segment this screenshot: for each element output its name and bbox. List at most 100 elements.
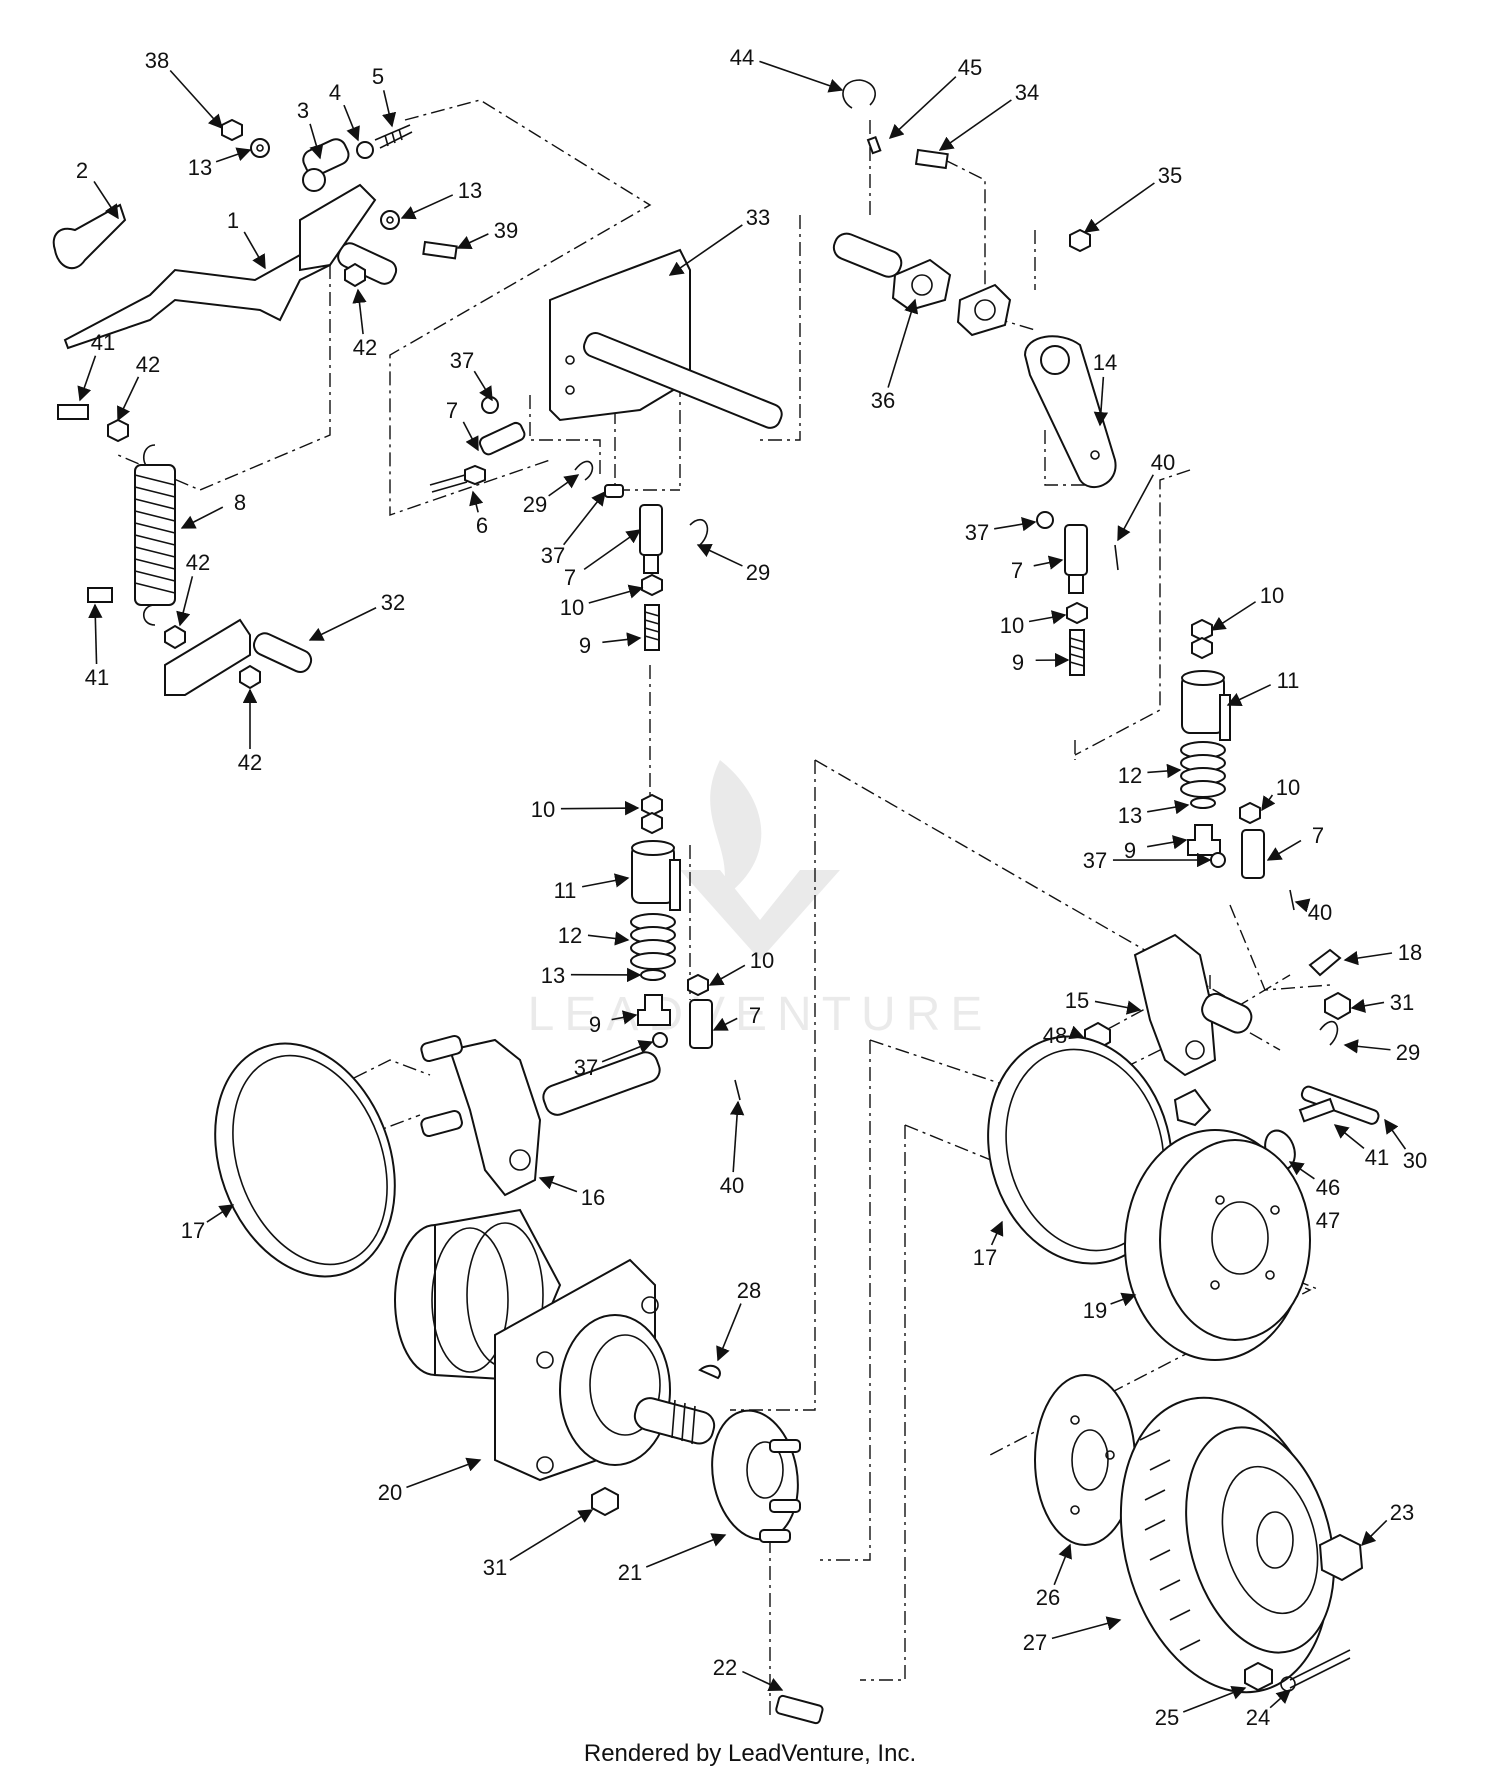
callout-leader-8 xyxy=(180,506,224,529)
callout-10: 10 xyxy=(1210,583,1284,631)
callout-label-9: 9 xyxy=(579,633,591,658)
lever-bracket xyxy=(299,183,377,272)
callout-9: 9 xyxy=(589,1010,638,1037)
callout-18: 18 xyxy=(1343,940,1422,966)
cotter-pin-40a xyxy=(734,1079,741,1101)
callout-leader-14 xyxy=(1093,376,1109,427)
callout-label-3: 3 xyxy=(297,98,309,123)
callout-44: 44 xyxy=(730,45,844,93)
callout-leader-10 xyxy=(560,800,640,816)
callout-leader-7 xyxy=(1266,839,1302,861)
callout-leader-36 xyxy=(887,298,919,388)
callout-2: 2 xyxy=(76,158,119,220)
callout-7: 7 xyxy=(446,398,479,452)
right-brake xyxy=(987,933,1380,1361)
clevis-pin-37e xyxy=(1210,852,1226,868)
hex-nut-42a xyxy=(344,262,366,288)
hairpin-29b xyxy=(689,518,709,546)
bracket-pin xyxy=(252,632,313,674)
callout-leader-12 xyxy=(1147,763,1182,779)
callout-29: 29 xyxy=(1343,1039,1420,1065)
callout-leader-16 xyxy=(538,1175,578,1193)
callout-12: 12 xyxy=(558,923,630,948)
callout-label-17: 17 xyxy=(973,1245,997,1270)
callout-leader-10 xyxy=(588,584,644,604)
hex-nut-10b xyxy=(641,793,663,817)
callout-leader-17 xyxy=(206,1204,235,1223)
hex-nut-10g xyxy=(1191,636,1213,660)
left-brake xyxy=(214,1034,661,1278)
cotter-pin-40c xyxy=(1289,889,1295,911)
callout-leader-2 xyxy=(93,180,119,220)
tire-27 xyxy=(1119,1396,1335,1694)
callout-label-7: 7 xyxy=(446,398,458,423)
compression-spring-12b xyxy=(1180,741,1226,798)
clevis-pin-37d xyxy=(1036,511,1054,529)
jam-nut-6 xyxy=(464,464,486,486)
callout-16: 16 xyxy=(538,1175,605,1210)
hub-flange xyxy=(711,1409,799,1541)
control-lever xyxy=(63,238,331,350)
callout-leader-10 xyxy=(1028,610,1067,625)
callout-label-31: 31 xyxy=(1390,990,1414,1015)
brake-arm xyxy=(542,1051,661,1116)
woodruff-key-28 xyxy=(698,1364,721,1380)
callout-7: 7 xyxy=(712,1003,761,1031)
callout-leader-20 xyxy=(406,1457,482,1489)
callout-label-30: 30 xyxy=(1403,1148,1427,1173)
clevis-7d xyxy=(1064,524,1088,576)
callout-label-10: 10 xyxy=(1000,613,1024,638)
callout-38: 38 xyxy=(145,48,223,130)
callout-10: 10 xyxy=(708,948,774,986)
washer-13b xyxy=(380,210,400,230)
callout-6: 6 xyxy=(469,490,488,538)
callout-label-45: 45 xyxy=(958,55,982,80)
callout-label-32: 32 xyxy=(381,590,405,615)
callout-leader-6 xyxy=(469,490,484,513)
callout-leader-24 xyxy=(1269,1689,1292,1709)
callout-leader-22 xyxy=(742,1670,784,1692)
callout-41: 41 xyxy=(85,603,109,690)
callout-15: 15 xyxy=(1065,988,1142,1015)
callout-label-10: 10 xyxy=(1276,775,1300,800)
callout-40: 40 xyxy=(720,1100,745,1198)
callout-leader-35 xyxy=(1083,182,1155,233)
hex-nut-31b xyxy=(591,1486,619,1517)
callout-label-25: 25 xyxy=(1155,1705,1179,1730)
callout-leader-46 xyxy=(1288,1161,1315,1180)
callout-20: 20 xyxy=(378,1457,482,1505)
callout-41: 41 xyxy=(77,330,115,402)
callout-leader-38 xyxy=(169,69,223,130)
callout-24: 24 xyxy=(1246,1689,1292,1730)
threaded-rod-6 xyxy=(429,474,468,493)
compression-spring-12a xyxy=(630,913,676,970)
hex-nut-10f xyxy=(1191,618,1213,642)
callout-30: 30 xyxy=(1384,1118,1427,1173)
lever-knob xyxy=(52,203,127,270)
callout-4: 4 xyxy=(329,80,360,142)
threaded-stud xyxy=(374,124,413,149)
callout-label-44: 44 xyxy=(730,45,754,70)
callout-label-29: 29 xyxy=(523,492,547,517)
callout-leader-48 xyxy=(1068,1025,1085,1040)
callout-9: 9 xyxy=(579,632,642,658)
callout-label-46: 46 xyxy=(1316,1175,1340,1200)
callout-label-24: 24 xyxy=(1246,1705,1270,1730)
callout-label-15: 15 xyxy=(1065,988,1089,1013)
callout-label-9: 9 xyxy=(1012,650,1024,675)
callout-7: 7 xyxy=(1266,823,1324,861)
callout-leader-9 xyxy=(611,1010,638,1025)
callout-leader-32 xyxy=(308,607,377,641)
callout-leader-4 xyxy=(343,104,360,142)
callout-37: 37 xyxy=(541,490,606,568)
cross-shaft-33 xyxy=(583,332,783,429)
cotter-pin-40b xyxy=(1114,544,1119,571)
jam-nut xyxy=(356,141,374,159)
callout-48: 48 xyxy=(1043,1023,1085,1048)
callout-22: 22 xyxy=(713,1655,784,1692)
callout-39: 39 xyxy=(456,218,518,250)
lever-pivot xyxy=(1201,992,1253,1034)
callout-31: 31 xyxy=(483,1509,594,1580)
callout-1: 1 xyxy=(227,208,266,270)
callout-10: 10 xyxy=(531,797,640,822)
